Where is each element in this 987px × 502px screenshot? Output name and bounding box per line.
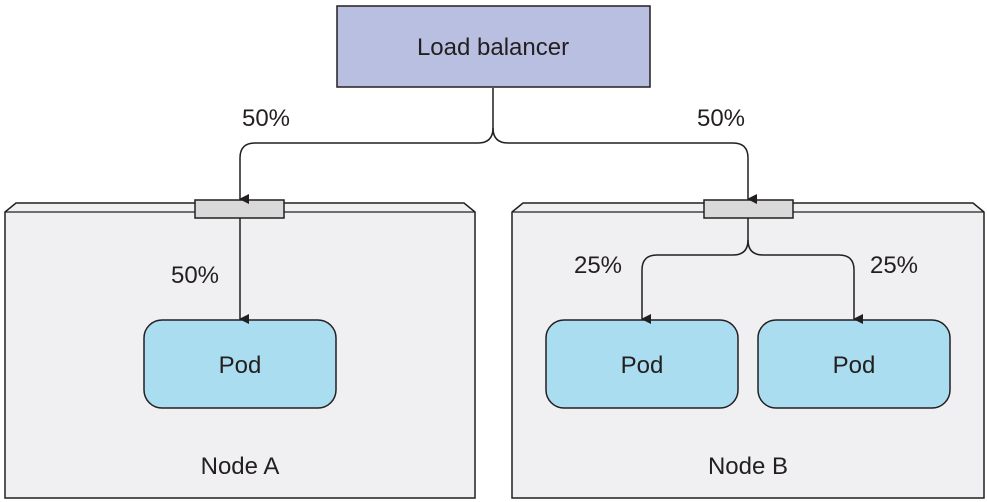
edge-label-lb-to-node-b: 50% (697, 105, 745, 132)
node-b-pod-1-label: Pod (621, 352, 664, 379)
arrow-node-b-to-pod-2 (747, 239, 863, 324)
node-b-pod-2-label: Pod (833, 352, 876, 379)
load-balancer: Load balancer (336, 5, 651, 88)
node-b-label: Node B (708, 453, 788, 480)
load-balancer-box (336, 5, 651, 88)
node-b-port (703, 199, 794, 219)
node-b: Pod Pod Node B (511, 199, 985, 499)
connectors (239, 88, 863, 324)
node-a-label: Node A (201, 453, 280, 480)
arrow-node-b-to-pod-1 (641, 218, 749, 324)
node-a: Pod Node A (4, 199, 476, 499)
load-balancer-label: Load balancer (417, 34, 569, 61)
node-a-port (194, 199, 285, 219)
edge-label-node-b-to-pod-1: 25% (574, 252, 622, 279)
edge-label-node-a-to-pod: 50% (171, 262, 219, 289)
arrow-lb-to-node-a (239, 88, 494, 204)
arrow-lb-to-node-b (492, 127, 757, 204)
edge-label-node-b-to-pod-2: 25% (870, 252, 918, 279)
edge-label-lb-to-node-a: 50% (242, 105, 290, 132)
node-a-pod-label: Pod (219, 352, 262, 379)
edge-labels: 50% 50% 50% 25% 25% (171, 105, 918, 289)
